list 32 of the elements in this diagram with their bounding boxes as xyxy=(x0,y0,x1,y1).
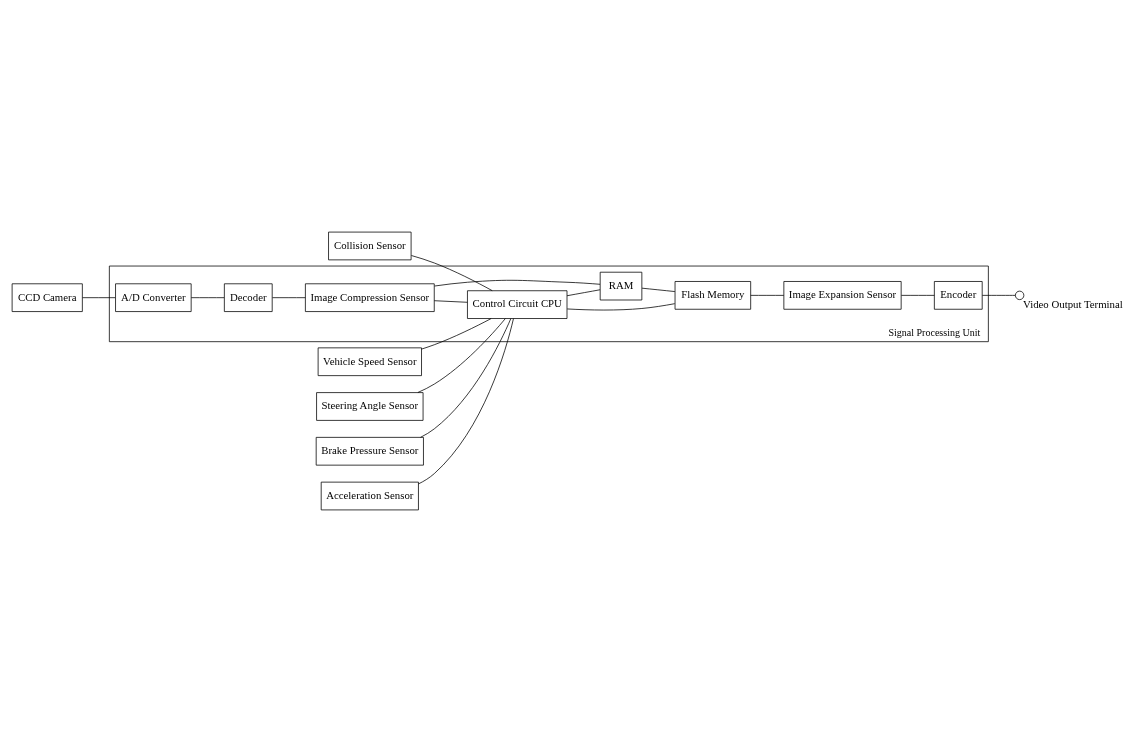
node-box: A/D Converter xyxy=(115,283,192,312)
connector xyxy=(566,289,601,297)
connector xyxy=(418,318,514,485)
node-box: Image Expansion Sensor xyxy=(783,281,902,310)
node-box: CCD Camera xyxy=(11,283,83,312)
node-box: Acceleration Sensor xyxy=(320,481,419,511)
node-label: Video Output Terminal xyxy=(1023,298,1123,311)
connector xyxy=(434,279,601,287)
connector xyxy=(82,297,116,299)
node-box: Encoder xyxy=(933,281,983,310)
node-box: Vehicle Speed Sensor xyxy=(317,347,422,376)
node-box: Steering Angle Sensor xyxy=(316,392,424,421)
node-circle xyxy=(1015,290,1025,300)
node-box: Control Circuit CPU xyxy=(467,290,568,319)
connector xyxy=(411,255,493,292)
connector xyxy=(981,295,1016,296)
connector xyxy=(420,318,512,438)
connector xyxy=(190,297,225,299)
connector xyxy=(417,318,506,393)
node-box: Image Compression Sensor xyxy=(305,283,435,312)
node-box: RAM xyxy=(599,271,643,301)
connector xyxy=(901,295,935,296)
node-box: Decoder xyxy=(223,283,273,312)
connector xyxy=(641,287,676,292)
connector xyxy=(421,318,492,350)
connector xyxy=(433,300,468,303)
node-box: Collision Sensor xyxy=(328,231,412,261)
connector xyxy=(750,295,785,296)
node-box: Brake Pressure Sensor xyxy=(315,437,424,466)
connector xyxy=(566,303,676,311)
node-box: Flash Memory xyxy=(674,281,752,310)
connector xyxy=(272,297,306,299)
